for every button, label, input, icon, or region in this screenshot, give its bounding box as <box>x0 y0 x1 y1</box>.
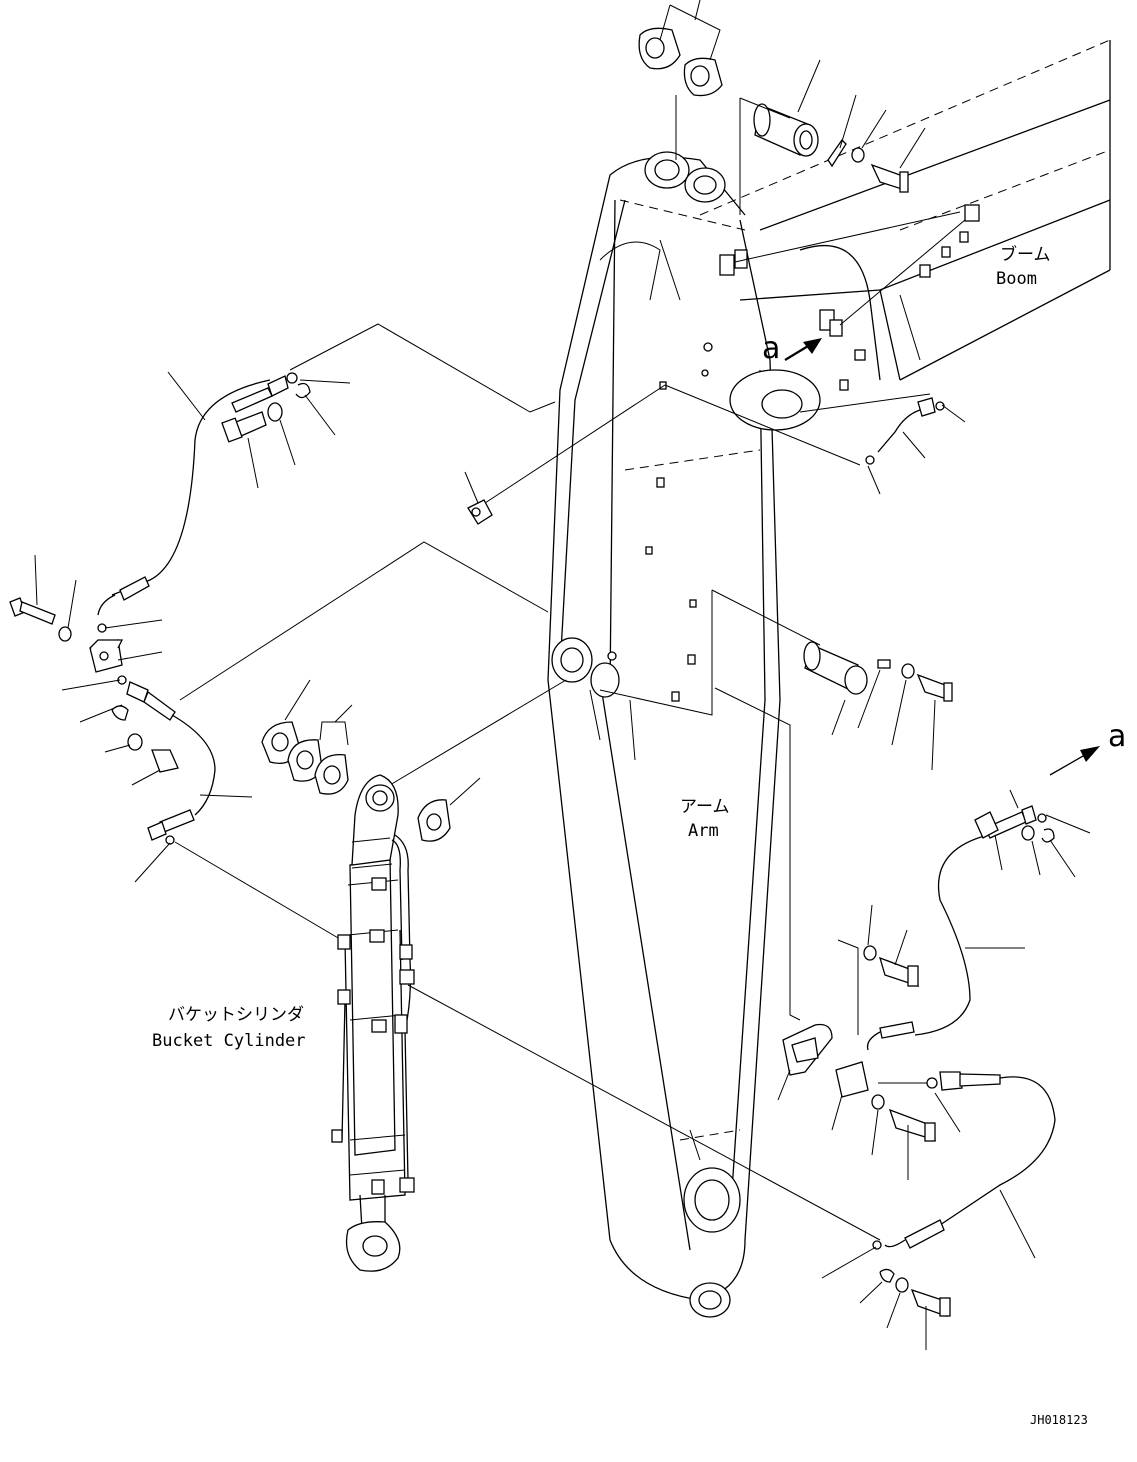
bolt-right-upper <box>863 811 1041 988</box>
hose-lower-left <box>61 675 253 883</box>
view-label-a-right: a <box>1108 719 1126 754</box>
leader-lines <box>174 323 930 1241</box>
boom-label-en: Boom <box>996 269 1037 289</box>
boom-label: ブーム Boom <box>996 244 1051 289</box>
hose-upper-left <box>97 371 351 633</box>
arm-outline <box>547 151 821 1318</box>
hose-lower-right <box>821 1071 1056 1279</box>
bucket-cylinder-label-en: Bucket Cylinder <box>152 1031 306 1051</box>
arm-label: アーム Arm <box>680 797 729 841</box>
clamp-assembly-upper <box>719 204 980 391</box>
arm-mid-pin <box>803 641 953 771</box>
bolt-upper-left <box>221 402 296 489</box>
bolt-left <box>9 554 77 642</box>
elbow-fitting-center <box>464 471 493 525</box>
boom-label-jp: ブーム <box>1000 244 1051 265</box>
top-pin-hardware <box>827 94 926 193</box>
boom-outline <box>699 39 1111 381</box>
top-pin <box>739 59 821 215</box>
view-label-a-top: a <box>762 331 780 366</box>
drawing-code: JH018123 <box>1030 1413 1088 1427</box>
small-hardware-left <box>104 705 179 786</box>
bucket-cylinder <box>331 774 415 1272</box>
arrow-a-right: a <box>1049 719 1126 776</box>
bucket-cylinder-shims <box>261 679 481 842</box>
view-arrow-top: a <box>762 331 822 366</box>
clamp-bracket-right <box>777 1023 937 1180</box>
small-hose-boom <box>799 393 966 495</box>
bucket-cylinder-label-jp: バケットシリンダ <box>168 1005 304 1025</box>
arm-label-jp: アーム <box>680 797 729 817</box>
manifold-block-left <box>89 639 163 673</box>
top-shims <box>638 0 723 160</box>
arm-label-en: Arm <box>688 821 719 841</box>
hose-upper-right <box>866 789 1091 1051</box>
bolt-right-lower <box>859 1268 951 1350</box>
bucket-cylinder-label: バケットシリンダ Bucket Cylinder <box>152 1005 306 1051</box>
